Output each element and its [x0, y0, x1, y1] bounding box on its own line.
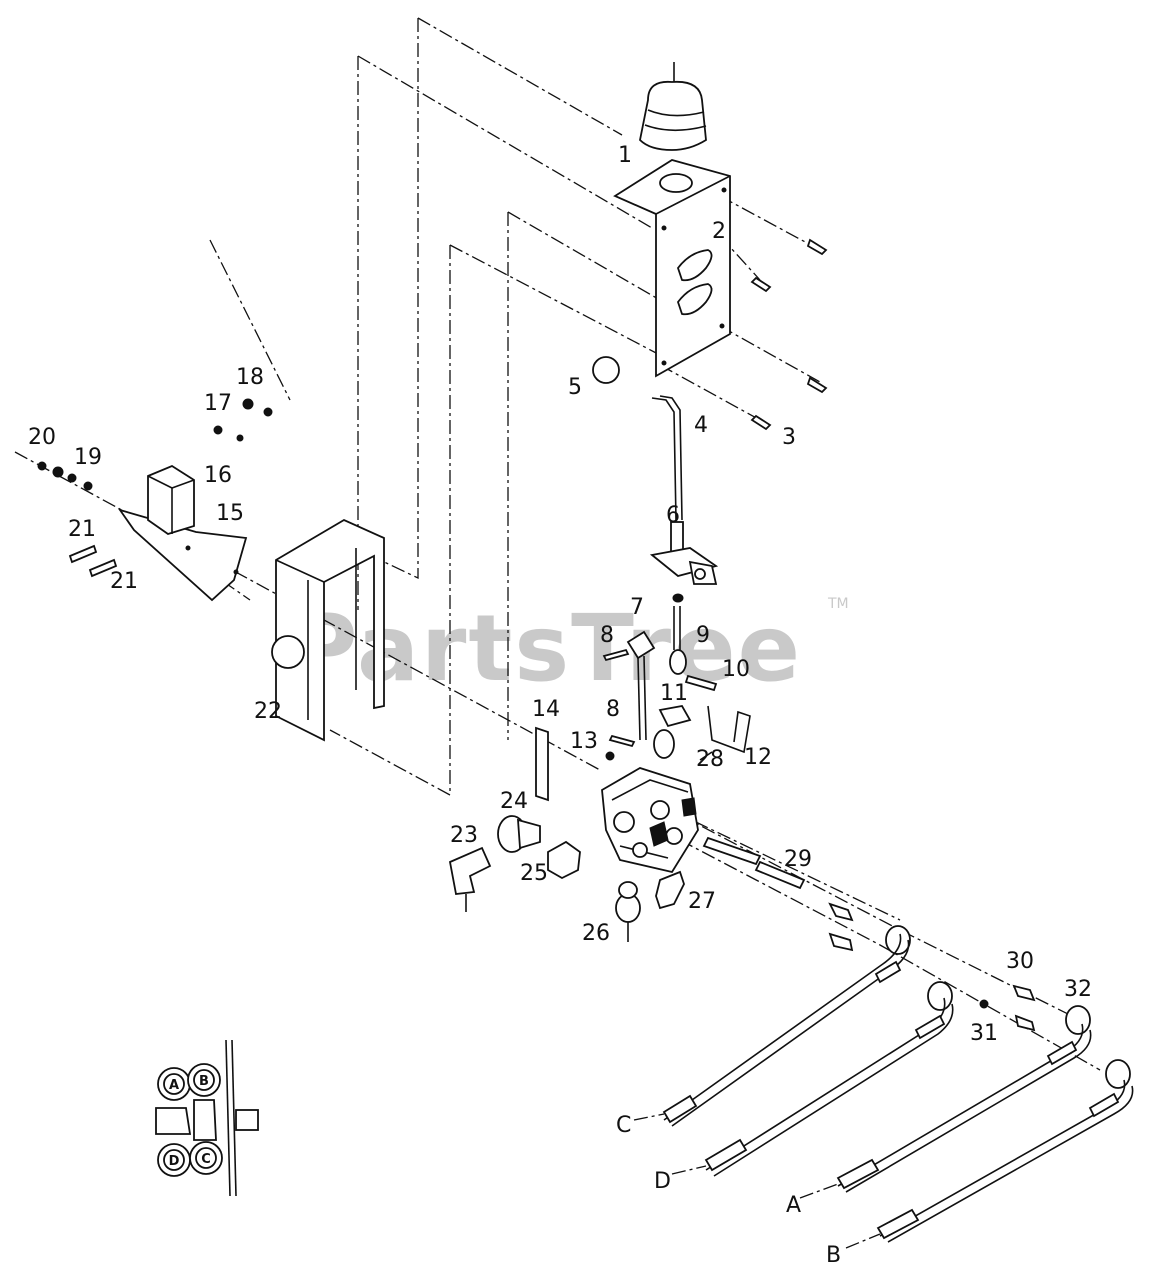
- callout-15: 15: [216, 501, 244, 526]
- callout-21-lower: 21: [110, 569, 138, 594]
- callout-22: 22: [254, 699, 282, 724]
- bracket-part-16: [147, 464, 195, 535]
- callout-18: 18: [236, 365, 264, 390]
- callout-26: 26: [582, 921, 610, 946]
- callout-2: 2: [712, 219, 726, 244]
- callout-27: 27: [688, 889, 716, 914]
- link-part-7: [626, 630, 656, 741]
- bracket-part-15: [117, 508, 248, 602]
- watermark-brand: PartsTree: [290, 595, 802, 702]
- callout-1: 1: [618, 143, 632, 168]
- callout-10: 10: [722, 657, 750, 682]
- hose-label-a: A: [786, 1193, 801, 1218]
- callout-19: 19: [74, 445, 102, 470]
- pin-part-8-lower: [608, 734, 636, 748]
- callout-21-upper: 21: [68, 517, 96, 542]
- plate-part-14: [535, 726, 549, 802]
- knob-part-5: [592, 356, 620, 384]
- callout-16: 16: [204, 463, 232, 488]
- hardware-parts-17-21: [37, 398, 273, 578]
- port-layout-inset: [155, 1039, 259, 1197]
- hose-label-c: C: [616, 1113, 631, 1138]
- callout-30: 30: [1006, 949, 1034, 974]
- adapter-part-24: [497, 815, 541, 853]
- hose-fittings: [828, 902, 1131, 1089]
- callout-23: 23: [450, 823, 478, 848]
- elbow-fitting-part-23: [448, 846, 492, 912]
- valve-body-part-28: [601, 767, 699, 874]
- callout-8-upper: 8: [600, 623, 614, 648]
- callout-4: 4: [694, 413, 708, 438]
- callout-7: 7: [630, 595, 644, 620]
- nut-part-13: [605, 751, 615, 761]
- inset-port-b: B: [199, 1074, 209, 1089]
- mounting-plate-part-2: [613, 159, 731, 378]
- boot-part-1: [639, 62, 707, 151]
- callout-8-lower: 8: [606, 697, 620, 722]
- callout-28: 28: [696, 747, 724, 772]
- plug-part-25: [547, 840, 581, 880]
- elbow-part-27: [655, 870, 685, 910]
- callout-20: 20: [28, 425, 56, 450]
- callout-9: 9: [696, 623, 710, 648]
- pin-part-8-upper: [602, 648, 630, 662]
- callout-11: 11: [660, 681, 688, 706]
- link-part-12: [699, 705, 751, 761]
- callout-25: 25: [520, 861, 548, 886]
- fitting-part-26: [615, 881, 641, 942]
- hose-label-leaders: [633, 1113, 881, 1249]
- lever-bracket-part-6: [649, 521, 719, 603]
- spool-part-11: [653, 705, 692, 759]
- callout-13: 13: [570, 729, 598, 754]
- callout-31: 31: [970, 1021, 998, 1046]
- watermark-trademark: TM: [827, 596, 849, 612]
- hydraulic-hoses: [662, 933, 1134, 1243]
- callout-12: 12: [744, 745, 772, 770]
- inset-port-a: A: [169, 1078, 179, 1093]
- callout-29: 29: [784, 847, 812, 872]
- bolt-part-10: [684, 674, 718, 692]
- screws-part-2-3: [750, 238, 828, 431]
- callout-14: 14: [532, 697, 560, 722]
- callout-5: 5: [568, 375, 582, 400]
- callout-17: 17: [204, 391, 232, 416]
- callout-6: 6: [666, 503, 680, 528]
- cartridge-part-29: [702, 836, 806, 890]
- callout-32: 32: [1064, 977, 1092, 1002]
- clevis-part-9: [669, 606, 687, 675]
- hose-label-d: D: [654, 1169, 671, 1194]
- inset-port-d: D: [169, 1154, 180, 1169]
- hose-label-b: B: [826, 1243, 841, 1268]
- callout-3: 3: [782, 425, 796, 450]
- callout-24: 24: [500, 789, 528, 814]
- bracket-part-22: [271, 518, 385, 742]
- control-lever-part-4: [651, 395, 683, 521]
- inset-port-c: C: [201, 1152, 211, 1167]
